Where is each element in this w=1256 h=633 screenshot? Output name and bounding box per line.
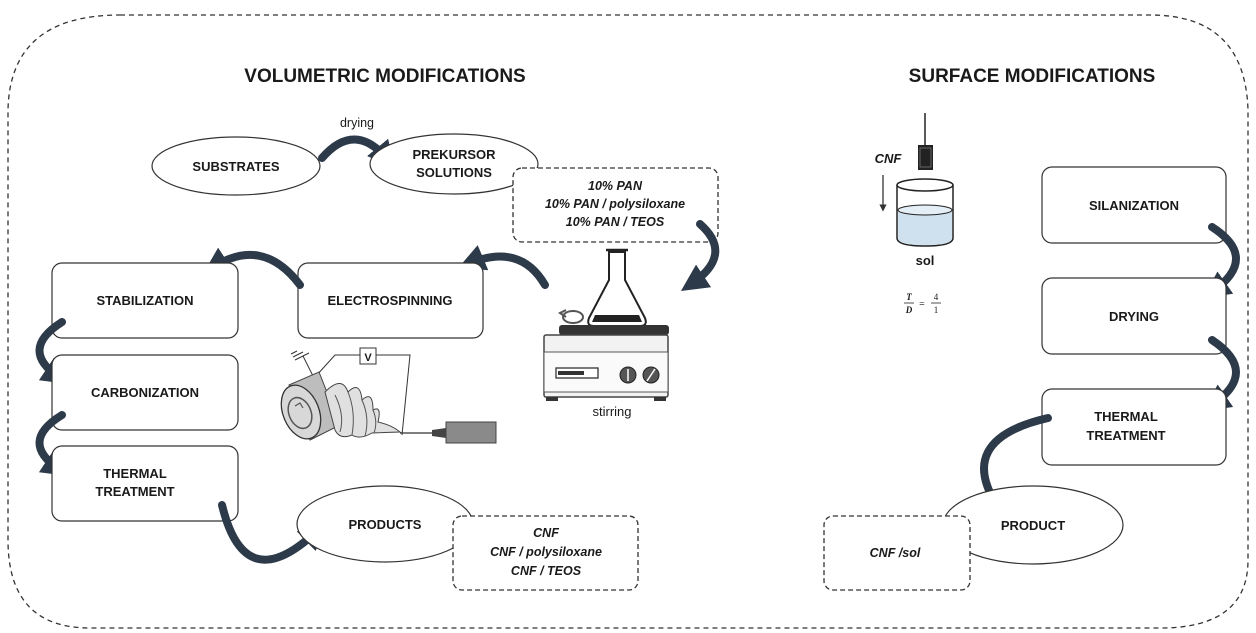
precursor-label-line2: SOLUTIONS [416, 165, 492, 180]
carbonization-label: CARBONIZATION [91, 385, 199, 400]
solution-item: 10% PAN / polysiloxane [545, 197, 685, 211]
product-item: CNF / polysiloxane [490, 545, 602, 559]
carbonization-node [51, 354, 239, 431]
svg-text:T: T [906, 292, 912, 302]
thermal-treatment-label-line2: TREATMENT [95, 484, 174, 499]
substrates-node [151, 136, 321, 196]
stabilization-label: STABILIZATION [96, 293, 193, 308]
thermal-to-products-arrow [218, 501, 326, 564]
surface-thermal-treatment-node [1041, 388, 1227, 466]
sol-label: sol [916, 253, 935, 268]
flask-icon [587, 248, 647, 327]
stirring-to-electrospinning-arrow [457, 245, 549, 289]
product-item: CNF [533, 526, 559, 540]
solution-item: 10% PAN / TEOS [566, 215, 665, 229]
product-list-box [452, 515, 639, 591]
thermal-treatment-node [51, 445, 239, 522]
drying-step-label: DRYING [1109, 309, 1159, 324]
product-result-box [823, 515, 971, 591]
svg-text:V: V [364, 352, 372, 364]
svg-text:D: D [905, 305, 913, 315]
product-item: CNF / TEOS [511, 564, 582, 578]
silanization-node [1041, 166, 1227, 244]
electrospinning-apparatus-icon: V [280, 347, 497, 444]
stirring-label: stirring [592, 404, 631, 419]
cnf-label: CNF [875, 151, 903, 166]
stabilization-node [51, 262, 239, 339]
dip-coating-icon [879, 113, 954, 247]
thermal-treatment-label-line1: THERMAL [103, 466, 167, 481]
svg-text:=: = [919, 299, 925, 310]
magnetic-stirrer-icon [543, 325, 669, 401]
silanization-label: SILANIZATION [1089, 198, 1179, 213]
rotation-icon [558, 309, 584, 324]
drying-label: drying [340, 116, 374, 130]
solutions-to-stirring-arrow [680, 220, 720, 292]
substrates-label: SUBSTRATES [192, 159, 279, 174]
drying-node [1041, 277, 1227, 355]
surface-title: SURFACE MODIFICATIONS [909, 66, 1156, 87]
electrospinning-node [297, 262, 484, 339]
electrospinning-to-stabilization-arrow [202, 247, 304, 289]
solution-item: 10% PAN [588, 179, 643, 193]
solutions-box [512, 167, 719, 243]
precursor-node [369, 133, 539, 195]
svg-text:1: 1 [934, 305, 939, 315]
electrospinning-label: ELECTROSPINNING [328, 293, 453, 308]
products-label: PRODUCTS [349, 517, 422, 532]
ratio-formula: T D = 4 1 [904, 292, 941, 315]
surface-thermal-label-line1: THERMAL [1094, 409, 1158, 424]
svg-text:4: 4 [934, 292, 939, 302]
volumetric-title: VOLUMETRIC MODIFICATIONS [244, 66, 525, 87]
precursor-label-line1: PREKURSOR [412, 147, 496, 162]
outer-dashed-frame [7, 14, 1249, 629]
surface-thermal-label-line2: TREATMENT [1086, 428, 1165, 443]
product-label: PRODUCT [1001, 518, 1065, 533]
product-result-label: CNF /sol [870, 546, 921, 560]
